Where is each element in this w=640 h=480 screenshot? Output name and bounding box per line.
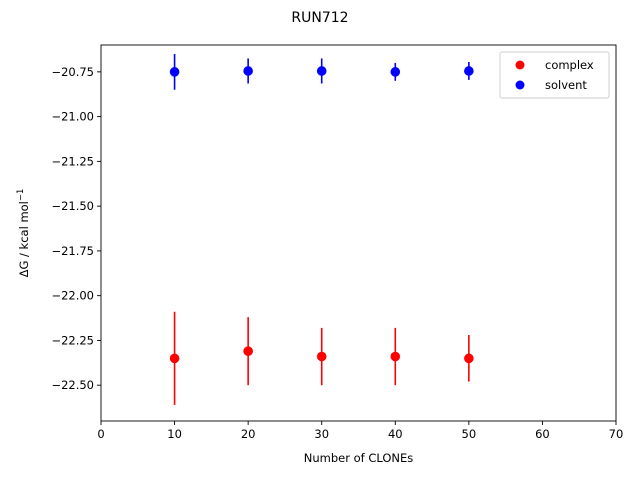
x-tick-label: 40 xyxy=(388,427,403,441)
y-tick-label: −20.75 xyxy=(51,65,94,79)
x-tick-label: 60 xyxy=(535,427,550,441)
data-point-complex xyxy=(169,353,180,364)
x-tick-label: 0 xyxy=(97,427,104,441)
legend-marker-complex xyxy=(515,60,525,70)
legend-label-complex: complex xyxy=(545,58,594,72)
y-tick-label: −22.25 xyxy=(51,333,94,347)
legend-box xyxy=(499,51,610,99)
data-point-complex xyxy=(243,346,253,356)
axes-frame xyxy=(100,44,617,422)
data-point-complex xyxy=(464,353,474,364)
legend-marker-solvent xyxy=(515,80,525,90)
data-point-solvent xyxy=(464,66,474,76)
legend-label-solvent: solvent xyxy=(545,78,587,92)
data-point-complex xyxy=(390,351,401,362)
x-axis-label: Number of CLONEs xyxy=(304,451,414,465)
legend: complex solvent xyxy=(499,51,610,99)
series-complex xyxy=(169,311,474,405)
data-point-complex xyxy=(316,351,327,362)
x-axis-ticks: 0 10 20 30 40 50 60 70 xyxy=(97,421,623,441)
x-tick-label: 20 xyxy=(241,427,256,441)
y-tick-label: −21.50 xyxy=(51,199,94,213)
y-tick-label: −21.25 xyxy=(51,154,94,168)
y-axis-label: ΔG / kcal mol−1 xyxy=(16,189,31,278)
plot-area xyxy=(169,53,474,405)
y-tick-label: −21.00 xyxy=(51,110,94,124)
x-tick-label: 30 xyxy=(314,427,329,441)
y-tick-label: −22.50 xyxy=(51,378,94,392)
x-tick-label: 50 xyxy=(462,427,477,441)
x-tick-label: 70 xyxy=(609,427,624,441)
y-tick-label: −22.00 xyxy=(51,289,94,303)
series-solvent xyxy=(169,53,474,90)
y-tick-label: −21.75 xyxy=(51,244,94,258)
y-axis-label-main: ΔG / kcal mol xyxy=(17,201,31,277)
data-point-solvent xyxy=(169,67,180,77)
data-point-solvent xyxy=(316,66,327,76)
chart-title: RUN712 xyxy=(291,10,348,26)
y-axis-label-exponent: −1 xyxy=(16,189,26,202)
y-axis-ticks: −20.75 −21.00 −21.25 −21.50 −21.75 −22.00 −22.… xyxy=(51,65,101,392)
x-tick-label: 10 xyxy=(167,427,182,441)
data-point-solvent xyxy=(390,67,401,77)
data-point-solvent xyxy=(243,66,253,76)
